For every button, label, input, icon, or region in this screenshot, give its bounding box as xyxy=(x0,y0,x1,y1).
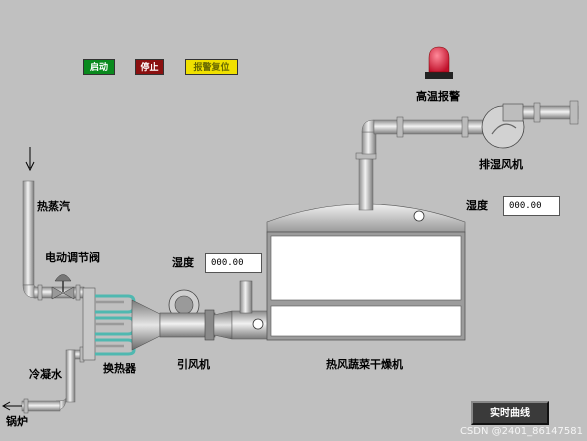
humidity-left-label: 湿度 xyxy=(172,256,194,269)
induced-fan[interactable] xyxy=(159,289,216,341)
watermark: CSDN @2401_86147581 xyxy=(459,426,583,437)
alarm-lamp-icon xyxy=(425,46,453,79)
electric-valve-label: 电动调节阀 xyxy=(45,251,100,264)
exhaust-fan-label: 排湿风机 xyxy=(479,158,523,171)
electric-valve[interactable] xyxy=(51,274,75,300)
air-duct xyxy=(213,280,269,340)
exhaust-pipe xyxy=(355,100,579,211)
induced-fan-label: 引风机 xyxy=(177,358,210,371)
start-button[interactable]: 启动 xyxy=(83,59,115,75)
high-temp-alarm-label: 高温报警 xyxy=(416,90,460,103)
boiler-arrow xyxy=(1,401,22,411)
vegetable-dryer[interactable] xyxy=(266,203,466,341)
diffuser-cone xyxy=(131,299,161,351)
humidity-right-readout: 000.00 xyxy=(503,196,560,216)
hot-steam-label: 热蒸汽 xyxy=(37,200,70,213)
dryer-label: 热风蔬菜干燥机 xyxy=(326,358,403,371)
exhaust-fan[interactable] xyxy=(481,103,525,149)
humidity-right-label: 湿度 xyxy=(466,199,488,212)
steam-inlet-arrow xyxy=(25,147,35,172)
heat-exchanger[interactable] xyxy=(82,287,136,361)
realtime-curve-button[interactable]: 实时曲线 xyxy=(471,401,549,425)
boiler-label: 锅炉 xyxy=(6,415,28,428)
condensate-label: 冷凝水 xyxy=(29,368,62,381)
condensate-pipe xyxy=(21,346,89,414)
alarm-reset-button[interactable]: 报警复位 xyxy=(185,59,238,75)
heat-exchanger-label: 换热器 xyxy=(103,362,136,375)
humidity-left-readout: 000.00 xyxy=(205,253,262,273)
stop-button[interactable]: 停止 xyxy=(135,59,164,75)
